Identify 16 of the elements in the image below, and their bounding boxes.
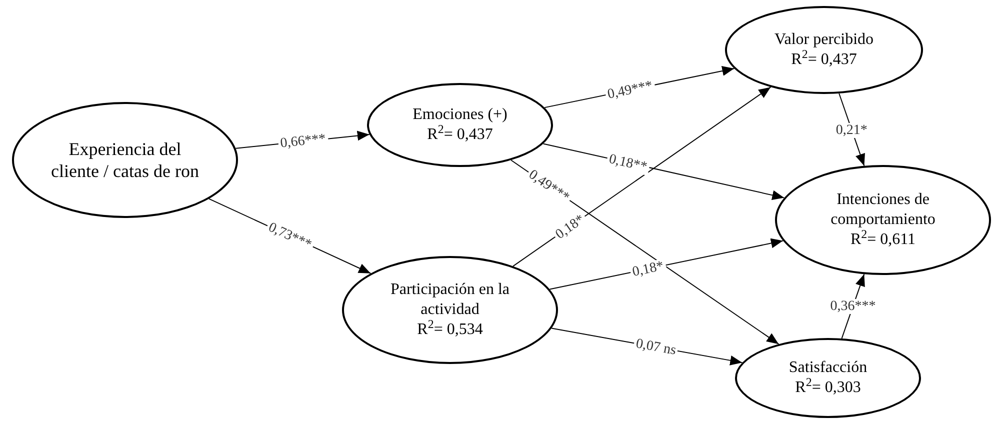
edge-label: 0,18** [605,151,650,176]
edge-label: 0,66*** [277,132,328,152]
construct-name: Emociones (+) [412,105,508,125]
r-squared-value: R$^{2}$= 0,303 [794,378,862,398]
construct-name: Intenciones de comportamiento [830,190,936,230]
r-squared-value: R$^{2}$= 0,534 [416,320,484,340]
edge-label: 0,21* [834,122,870,138]
r-squared-value: R$^{2}$= 0,611 [850,230,916,250]
r-squared-value: R$^{2}$= 0,437 [790,50,857,70]
construct-name: Valor percibido [773,30,875,50]
arrow [512,86,772,267]
edge-label: 0,36*** [828,299,878,314]
construct-name: Satisfacción [788,358,868,378]
r-squared-value: R$^{2}$= 0,437 [426,125,493,145]
construct-name: Experiencia del cliente / catas de ron [50,138,200,182]
construct-name: Participación en la actividad [389,280,511,320]
